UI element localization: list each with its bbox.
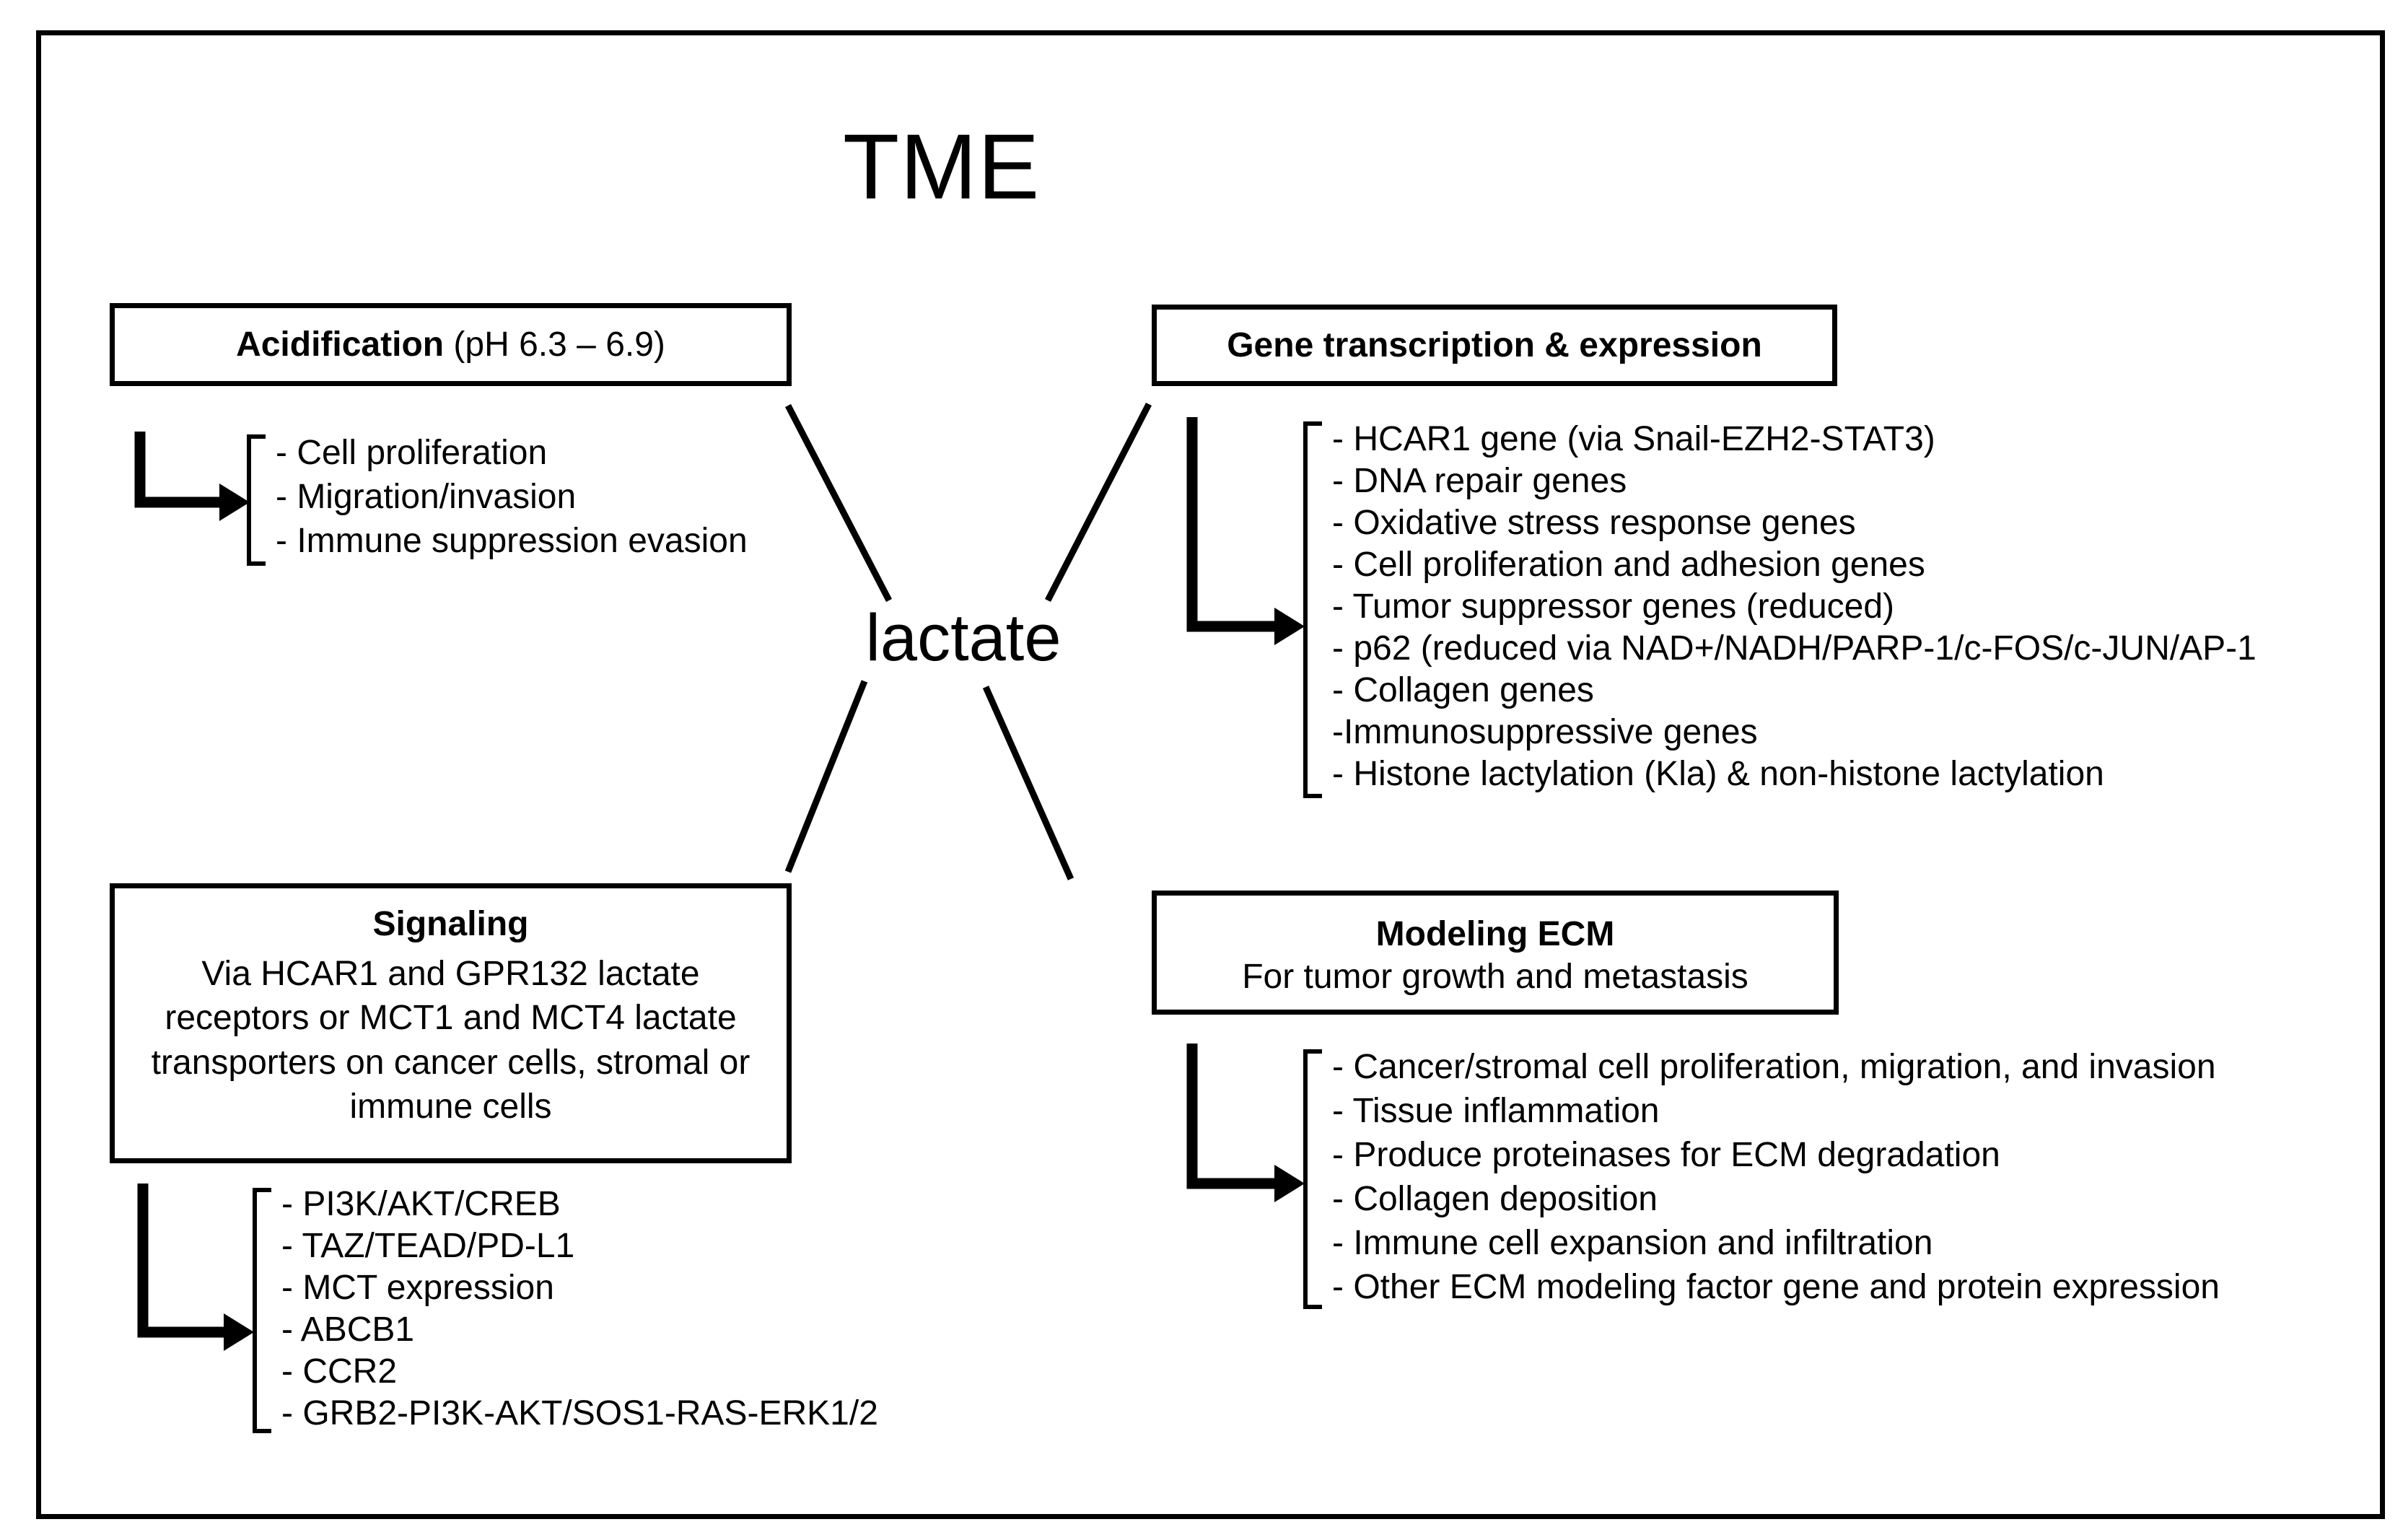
list-item: - Histone lactylation (Kla) & non-histon… — [1332, 755, 2104, 793]
list-item: -Immunosuppressive genes — [1332, 713, 1758, 751]
list-item: - Immune suppression evasion — [276, 522, 748, 560]
box-modeling-ecm[interactable]: Modeling ECM For tumor growth and metast… — [1152, 891, 1839, 1015]
list-item: - ABCB1 — [281, 1311, 415, 1349]
figure-outer-border — [36, 30, 2385, 1519]
list-item: - Tissue inflammation — [1332, 1092, 1660, 1130]
list-bracket-acidification — [247, 434, 266, 566]
elbow-arrow-gene-transcription — [1186, 417, 1305, 645]
box-signaling-title: Signaling — [372, 905, 529, 943]
box-acidification-title: Acidification (pH 6.3 – 6.9) — [236, 325, 665, 365]
list-item: - Cancer/stromal cell proliferation, mig… — [1332, 1048, 2216, 1086]
list-item: - Collagen deposition — [1332, 1180, 1658, 1218]
list-item: - CCR2 — [281, 1352, 398, 1391]
list-item: - Tumor suppressor genes (reduced) — [1332, 587, 1895, 626]
page-title: TME — [843, 115, 1041, 219]
list-item: - Other ECM modeling factor gene and pro… — [1332, 1268, 2220, 1306]
list-item: - DNA repair genes — [1332, 462, 1627, 500]
list-item: - Collagen genes — [1332, 671, 1594, 709]
lactate-center-label: lactate — [865, 601, 1062, 675]
box-signaling[interactable]: Signaling Via HCAR1 and GPR132 lactate r… — [110, 883, 792, 1163]
box-signaling-subtitle: Via HCAR1 and GPR132 lactate receptors o… — [151, 954, 750, 1126]
list-item: - Oxidative stress response genes — [1332, 504, 1856, 542]
elbow-arrow-signaling — [137, 1184, 254, 1351]
box-acidification-title-bold: Acidification — [236, 325, 445, 364]
list-item: - Migration/invasion — [276, 478, 577, 516]
list-item: - Cell proliferation — [276, 434, 548, 472]
list-bracket-signaling — [253, 1188, 271, 1433]
list-item: - MCT expression — [281, 1269, 554, 1307]
list-acidification-effects: - Cell proliferation - Migration/invasio… — [276, 431, 748, 563]
list-gene-effects: - HCAR1 gene (via Snail-EZH2-STAT3) - DN… — [1332, 419, 2257, 795]
list-item: - PI3K/AKT/CREB — [281, 1185, 561, 1223]
list-item: - Immune cell expansion and infiltration — [1332, 1224, 1933, 1262]
list-item: - GRB2-PI3K-AKT/SOS1-RAS-ERK1/2 — [281, 1394, 878, 1432]
box-modeling-ecm-subtitle: For tumor growth and metastasis — [1242, 957, 1748, 996]
list-item: - Produce proteinases for ECM degradatio… — [1332, 1136, 2000, 1174]
box-gene-transcription-title: Gene transcription & expression — [1227, 325, 1762, 364]
elbow-arrow-acidification — [134, 432, 250, 521]
box-gene-transcription[interactable]: Gene transcription & expression — [1152, 305, 1837, 386]
list-bracket-gene-transcription — [1303, 421, 1322, 798]
list-item: - HCAR1 gene (via Snail-EZH2-STAT3) — [1332, 420, 1935, 458]
list-ecm-effects: - Cancer/stromal cell proliferation, mig… — [1332, 1045, 2220, 1309]
box-modeling-ecm-title: Modeling ECM — [1375, 915, 1615, 953]
list-item: - TAZ/TEAD/PD-L1 — [281, 1227, 575, 1265]
box-acidification[interactable]: Acidification (pH 6.3 – 6.9) — [110, 303, 792, 386]
list-bracket-modeling-ecm — [1303, 1049, 1322, 1309]
list-item: - Cell proliferation and adhesion genes — [1332, 546, 1925, 584]
list-signaling-effects: - PI3K/AKT/CREB - TAZ/TEAD/PD-L1 - MCT e… — [281, 1184, 878, 1435]
elbow-arrow-modeling-ecm — [1186, 1044, 1305, 1202]
list-item: - p62 (reduced via NAD+/NADH/PARP-1/c-FO… — [1332, 629, 2257, 668]
box-acidification-title-regular: (pH 6.3 – 6.9) — [444, 325, 665, 364]
